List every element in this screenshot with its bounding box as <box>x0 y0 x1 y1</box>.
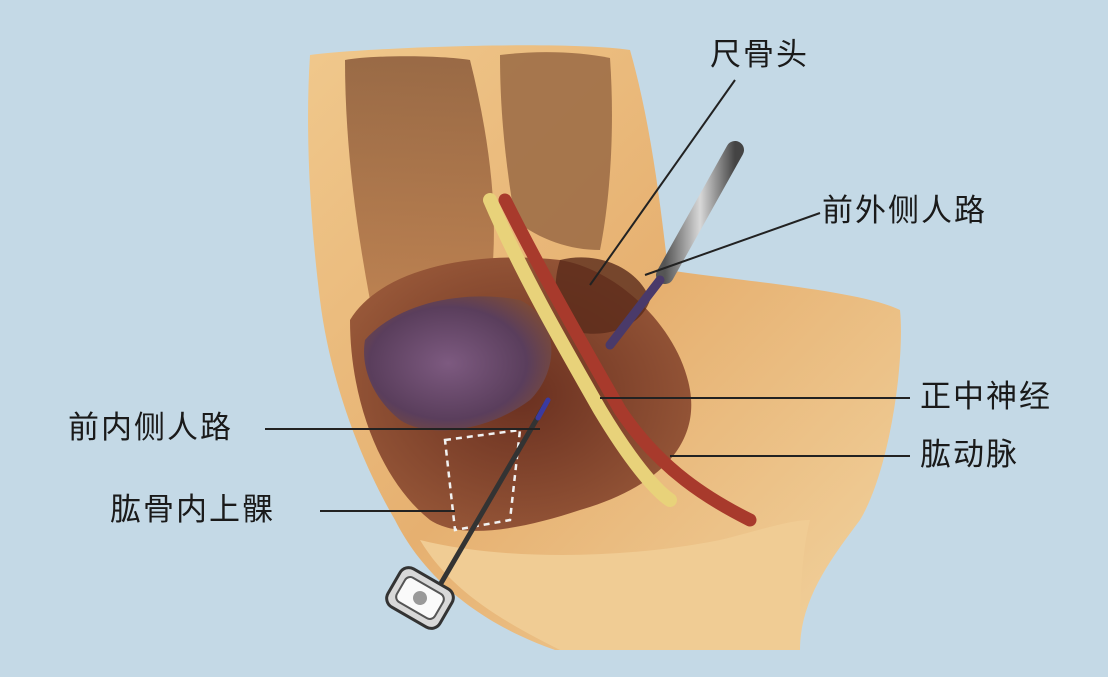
epicondyle-outline <box>443 428 522 532</box>
label-ulna-head: 尺骨头 <box>710 37 809 73</box>
forearm-fold <box>420 520 810 650</box>
joint-capsule <box>364 296 552 431</box>
label-median-nerve: 正中神经 <box>920 379 1052 415</box>
ulna-head <box>555 257 650 334</box>
label-anteromedial-portal: 前内侧人路 <box>68 410 233 446</box>
upper-arm-muscle <box>345 56 494 314</box>
upper-arm-muscle-lateral <box>500 52 612 251</box>
label-medial-epicondyle: 肱骨内上髁 <box>110 492 275 528</box>
median-nerve <box>483 193 677 507</box>
anteromedial-instrument <box>385 397 551 630</box>
brachial-artery <box>498 193 757 527</box>
label-brachial-artery: 肱动脉 <box>920 437 1019 473</box>
anterolateral-scope <box>605 141 744 350</box>
label-anterolateral-portal: 前外侧人路 <box>822 193 987 229</box>
leader-anterolateral <box>644 212 821 276</box>
leader-ulna-head <box>589 79 736 286</box>
